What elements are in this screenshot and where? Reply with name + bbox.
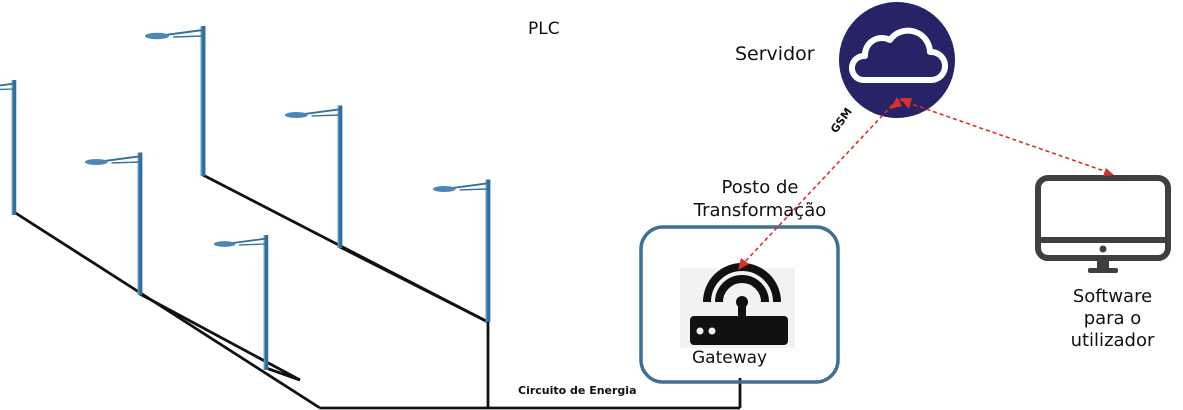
power-lines [13, 173, 742, 410]
transformer-post-box [639, 225, 840, 384]
cloud-icon [839, 2, 955, 118]
gateway-label: Gateway [692, 348, 768, 368]
gsm-link [740, 99, 898, 267]
street-lamp [0, 79, 18, 216]
street-lamp [431, 178, 492, 323]
software-label: Software para o utilizador [1070, 286, 1155, 351]
diagram-title: PLC [528, 19, 560, 39]
street-lamp [283, 104, 344, 249]
street-lamp [144, 25, 207, 177]
street-lamp [83, 151, 144, 296]
link-arrowheads [738, 97, 1114, 270]
monitor-icon [1035, 175, 1171, 273]
server-user-link [899, 99, 1111, 174]
server-label: Servidor [735, 43, 815, 65]
transformer-post-label: Posto de Transformação [693, 177, 827, 221]
router-icon [680, 263, 795, 348]
circuit-label: Circuito de Energia [518, 384, 637, 397]
